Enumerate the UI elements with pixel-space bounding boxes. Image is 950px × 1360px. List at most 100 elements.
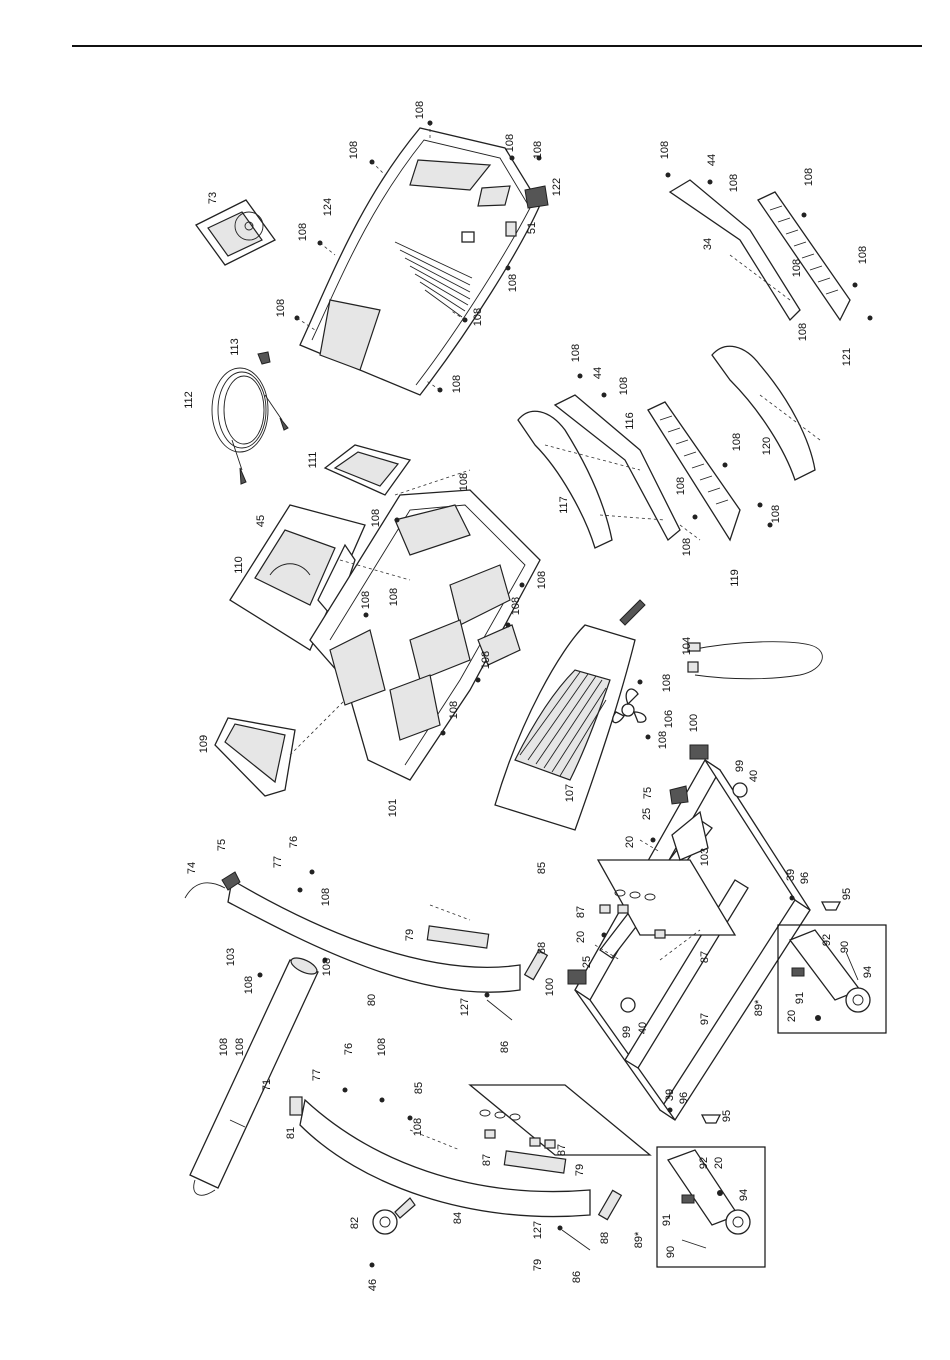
- part-label: 111: [307, 452, 319, 469]
- part-label: 108: [857, 246, 869, 264]
- part-label: 90: [665, 1246, 677, 1258]
- part-label: 104: [681, 637, 693, 655]
- part-label: 92: [698, 1157, 710, 1169]
- part-label: 108: [321, 958, 333, 976]
- part-label: 108: [504, 134, 516, 152]
- part-label: 80: [366, 994, 378, 1006]
- part-label: 90: [839, 941, 851, 953]
- cap-100-b: [567, 969, 587, 985]
- part-label: 108: [675, 477, 687, 495]
- part-label: 108: [803, 168, 815, 186]
- part-label: 82: [349, 1217, 361, 1229]
- part-label: 87: [556, 1144, 568, 1156]
- part-label: 110: [233, 556, 245, 574]
- part-label: 108: [570, 344, 582, 362]
- part-label: 121: [841, 348, 853, 366]
- part-label: 95: [841, 888, 853, 900]
- part-label: 109: [198, 735, 210, 753]
- part-75-top: [221, 871, 241, 891]
- part-label: 108: [480, 651, 492, 669]
- part-label: 85: [536, 862, 548, 874]
- part-label: 119: [729, 569, 741, 587]
- pulley-82: [372, 1197, 416, 1235]
- part-label: 108: [731, 433, 743, 451]
- tray-111: [323, 444, 412, 496]
- part-label: 108: [657, 731, 669, 749]
- part-label: 79: [404, 929, 416, 941]
- part-label: 94: [862, 966, 874, 978]
- part-label: 73: [207, 192, 219, 204]
- part-label: 122: [551, 178, 563, 196]
- motor-hood-124: [299, 127, 541, 396]
- part-label: 108: [770, 505, 782, 523]
- part-label: 45: [255, 515, 267, 527]
- strap-104: [687, 641, 823, 680]
- part-label: 108: [681, 538, 693, 556]
- part-label: 96: [799, 872, 811, 884]
- part-label: 20: [786, 1010, 798, 1022]
- part-label: 108: [536, 571, 548, 589]
- part-label: 108: [618, 377, 630, 395]
- base-frame-97: [574, 759, 811, 1121]
- part-label: 86: [571, 1271, 583, 1283]
- part-label: 108: [414, 101, 426, 119]
- bushings-87: [484, 904, 666, 1149]
- roller-71: [189, 957, 319, 1196]
- part-88-a: [523, 949, 549, 981]
- part-label: 100: [688, 714, 700, 732]
- part-label: 100: [544, 978, 556, 996]
- foot-99-b: [620, 997, 636, 1013]
- power-cord-112: [211, 367, 289, 485]
- part-label: 112: [183, 391, 195, 409]
- part-label: 99: [734, 760, 746, 772]
- part-label: 71: [261, 1079, 273, 1091]
- part-51: [505, 221, 517, 237]
- leveler-95-b: [700, 1114, 722, 1124]
- part-label: 108: [320, 888, 332, 906]
- part-label: 88: [536, 942, 548, 954]
- upright-85-left: [468, 1084, 652, 1156]
- front-cover-107: [494, 599, 646, 831]
- part-113: [257, 351, 271, 365]
- part-label: 108: [451, 375, 463, 393]
- part-label: 108: [661, 674, 673, 692]
- part-label: 101: [387, 799, 399, 817]
- grip-117: [517, 410, 613, 549]
- part-label: 88: [599, 1232, 611, 1244]
- part-label: 87: [575, 906, 587, 918]
- part-label: 106: [663, 710, 675, 728]
- console-base-101: [309, 489, 541, 781]
- part-label: 81: [285, 1127, 297, 1139]
- assembly-dashed-lines: [289, 123, 821, 1151]
- part-label: 76: [343, 1043, 355, 1055]
- part-label: 44: [592, 367, 604, 379]
- part-label: 113: [229, 338, 241, 356]
- part-label: 75: [642, 787, 654, 799]
- part-label: 40: [748, 770, 760, 782]
- part-label: 89*: [753, 999, 765, 1016]
- part-label: 86: [499, 1041, 511, 1053]
- part-label: 85: [413, 1082, 425, 1094]
- part-label: 46: [367, 1279, 379, 1291]
- part-label: 108: [388, 588, 400, 606]
- wire-74: [184, 882, 226, 899]
- part-label: 87: [481, 1154, 493, 1166]
- part-label: 75: [216, 839, 228, 851]
- right-handrail-34-121: [668, 179, 851, 322]
- part-label: 44: [706, 154, 718, 166]
- fan-106: [612, 688, 647, 724]
- part-label: 87: [699, 951, 711, 963]
- part-label: 39: [664, 1089, 676, 1101]
- part-label: 108: [728, 174, 740, 192]
- rail-80: [227, 878, 521, 993]
- bracket-103: [671, 810, 709, 861]
- part-label: 103: [225, 948, 237, 966]
- part-label: 92: [821, 934, 833, 946]
- bolts-86-127: [486, 999, 591, 1251]
- part-label: 108: [412, 1118, 424, 1136]
- part-label: 108: [532, 141, 544, 159]
- part-label: 108: [791, 259, 803, 277]
- part-label: 108: [507, 274, 519, 292]
- wheel-kit-inset-left: [656, 1146, 766, 1268]
- console-top-45-110: [229, 504, 366, 651]
